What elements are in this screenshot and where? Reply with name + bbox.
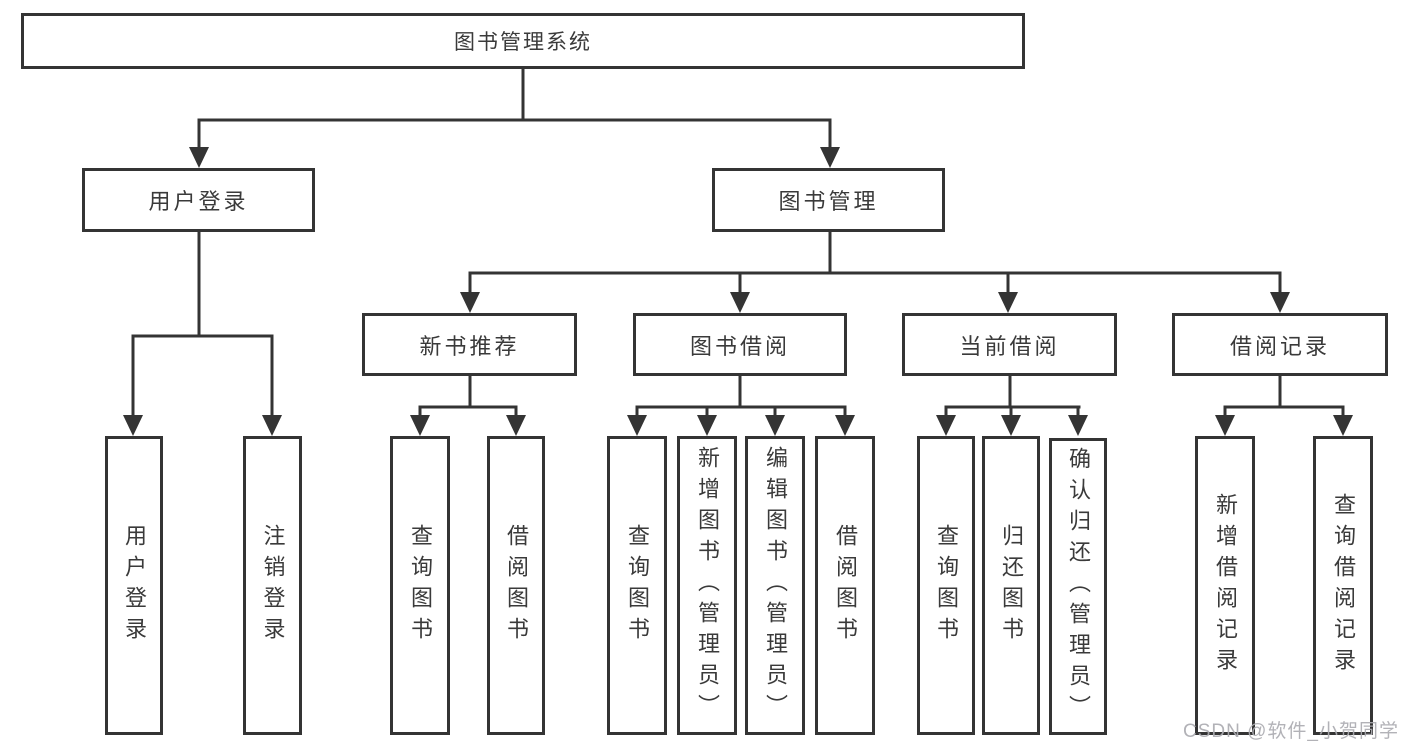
node-root-label: 图书管理系统 [454, 31, 592, 54]
leaf-borrow-books-recommend: 借阅图书 [487, 436, 545, 735]
leaf-confirm-return-admin: 确认归还（管理员） [1049, 438, 1107, 735]
leaf-user-login: 用户登录 [105, 436, 163, 735]
node-user-login-label: 用户登录 [148, 189, 249, 214]
leaf-user-login-label: 用户登录 [122, 523, 147, 648]
leaf-query-borrow-record: 查询借阅记录 [1313, 436, 1373, 735]
leaf-edit-books-admin-label: 编辑图书（管理员） [763, 446, 788, 725]
node-root: 图书管理系统 [21, 13, 1025, 69]
leaf-query-books-borrow: 查询图书 [607, 436, 667, 735]
leaf-add-books-admin-label: 新增图书（管理员） [695, 446, 720, 725]
leaf-query-borrow-record-label: 查询借阅记录 [1331, 492, 1356, 679]
leaf-logout-label: 注销登录 [260, 523, 286, 648]
leaf-add-borrow-record: 新增借阅记录 [1195, 436, 1255, 735]
node-user-login: 用户登录 [82, 168, 315, 232]
leaf-borrow-books-recommend-label: 借阅图书 [504, 523, 529, 648]
leaf-query-books-recommend-label: 查询图书 [408, 523, 433, 648]
leaf-query-books-current-label: 查询图书 [934, 523, 959, 648]
node-borrow-records-label: 借阅记录 [1229, 333, 1330, 359]
leaf-edit-books-admin: 编辑图书（管理员） [745, 436, 805, 735]
leaf-query-books-current: 查询图书 [917, 436, 975, 735]
node-current-borrow-label: 当前借阅 [959, 333, 1060, 359]
node-new-book-recommend: 新书推荐 [362, 313, 577, 376]
node-book-management: 图书管理 [712, 168, 945, 232]
leaf-add-books-admin: 新增图书（管理员） [677, 436, 737, 735]
leaf-logout: 注销登录 [243, 436, 302, 735]
leaf-borrow-books-label: 借阅图书 [833, 523, 858, 648]
leaf-query-books-recommend: 查询图书 [390, 436, 450, 735]
leaf-add-borrow-record-label: 新增借阅记录 [1213, 492, 1238, 679]
node-current-borrow: 当前借阅 [902, 313, 1117, 376]
node-borrow-records: 借阅记录 [1172, 313, 1388, 376]
node-book-borrow: 图书借阅 [633, 313, 847, 376]
node-book-management-label: 图书管理 [778, 189, 879, 214]
node-new-book-recommend-label: 新书推荐 [419, 333, 520, 359]
node-book-borrow-label: 图书借阅 [689, 333, 790, 359]
leaf-confirm-return-admin-label: 确认归还（管理员） [1066, 447, 1091, 726]
watermark-text: CSDN @软件_小贺同学 [1183, 721, 1399, 742]
leaf-borrow-books: 借阅图书 [815, 436, 875, 735]
leaf-query-books-borrow-label: 查询图书 [625, 523, 650, 648]
leaf-return-books: 归还图书 [982, 436, 1040, 735]
leaf-return-books-label: 归还图书 [999, 523, 1024, 648]
